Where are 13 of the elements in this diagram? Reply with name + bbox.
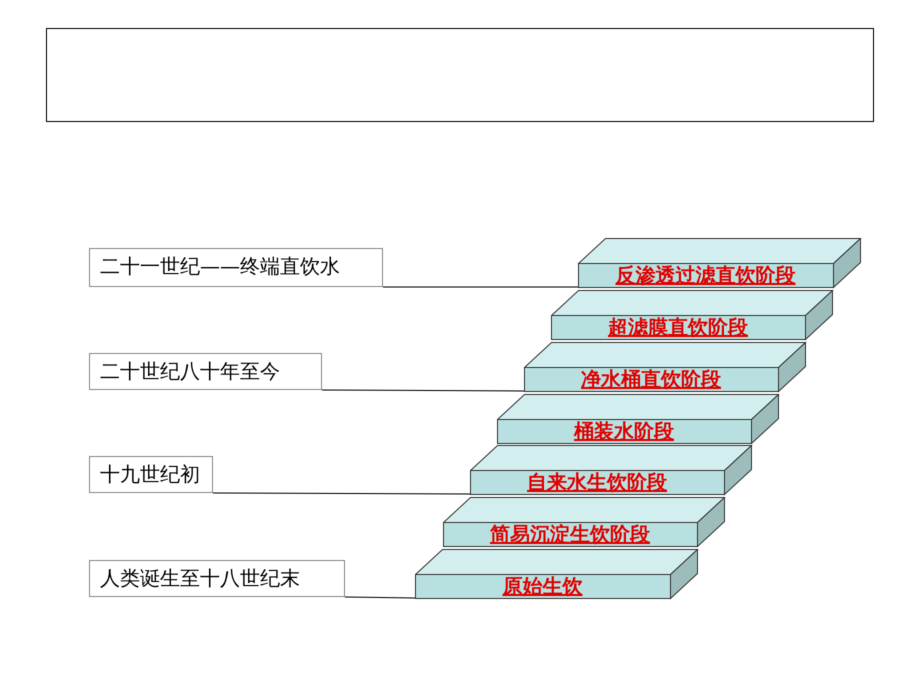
step-label: 反渗透过滤直饮阶段 [614,262,796,288]
step-label: 桶装水阶段 [572,418,675,444]
empty-box [46,28,874,122]
period-label: 十九世纪初 [89,456,213,493]
period-label: 二十世纪八十年至今 [89,353,322,390]
step-label: 超滤膜直饮阶段 [606,314,749,340]
connector-line [344,596,416,598]
step-label: 净水桶直饮阶段 [580,366,722,392]
period-label: 人类诞生至十八世纪末 [89,560,345,597]
step-label: 简易沉淀生饮阶段 [489,521,651,547]
period-label: 二十一世纪——终端直饮水 [89,248,383,287]
step-label: 自来水生饮阶段 [526,469,668,495]
step-label: 原始生饮 [501,573,584,599]
